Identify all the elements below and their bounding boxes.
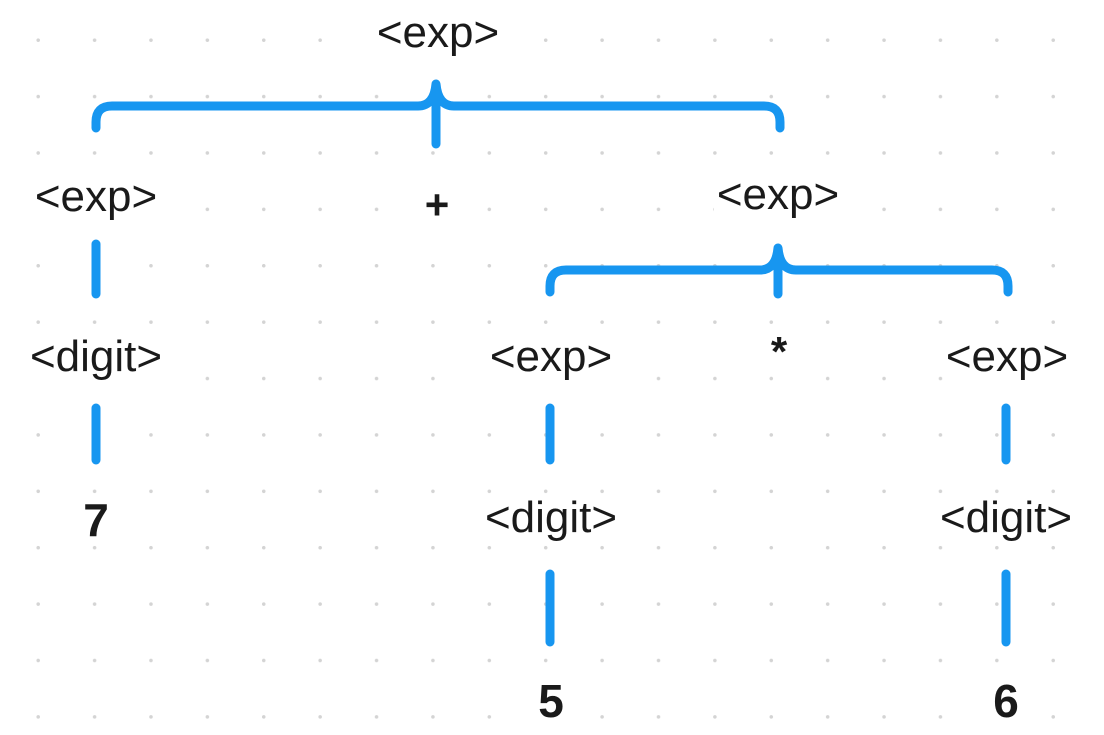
- plus-operator-node: +: [421, 182, 453, 228]
- root-exp-node: <exp>: [373, 9, 503, 57]
- five-terminal-node: 5: [535, 676, 567, 726]
- left-digit-node: <digit>: [26, 333, 166, 381]
- mul-right-exp-node: <exp>: [942, 333, 1072, 381]
- six-terminal-node: 6: [990, 676, 1022, 726]
- mul-left-digit-node: <digit>: [481, 494, 621, 542]
- seven-terminal-node: 7: [80, 495, 112, 545]
- left-exp-node: <exp>: [31, 173, 161, 221]
- mul-left-exp-node: <exp>: [486, 333, 616, 381]
- mul-right-digit-node: <digit>: [936, 494, 1076, 542]
- right-exp-node: <exp>: [713, 171, 843, 219]
- times-operator-node: *: [767, 329, 791, 375]
